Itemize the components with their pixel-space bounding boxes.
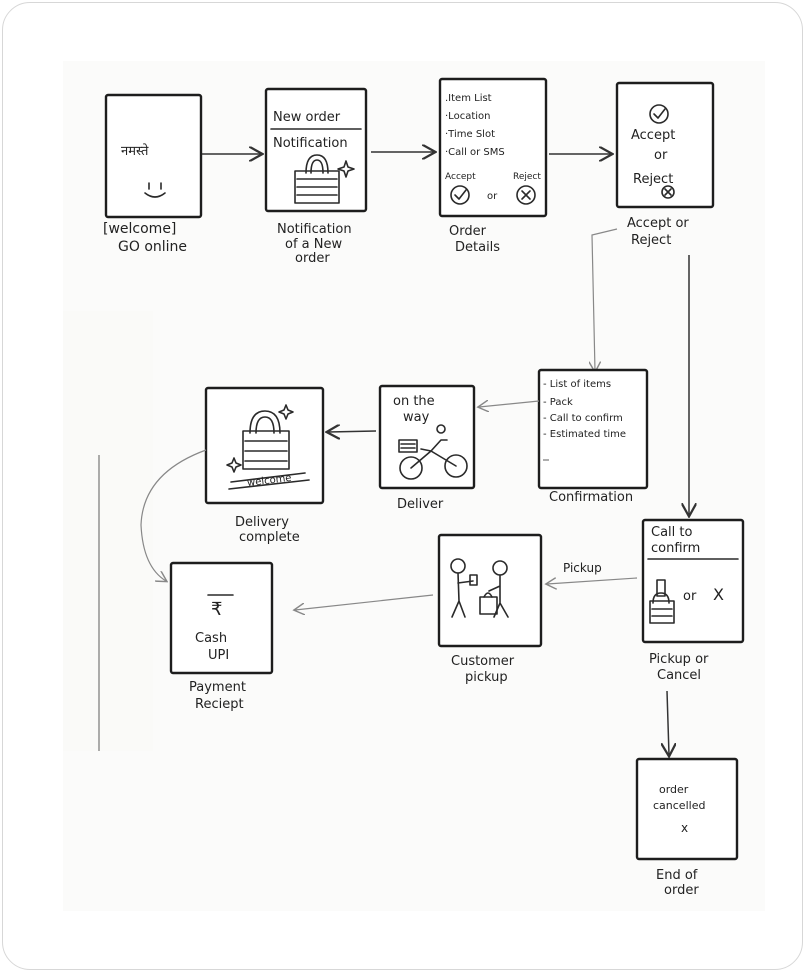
sparkle-icon — [226, 404, 294, 473]
confirmation-item: - Estimated time — [543, 429, 626, 440]
people-icon — [450, 558, 509, 618]
delivery-caption-line1: Delivery — [235, 515, 289, 530]
accept-text: Accept — [631, 128, 675, 143]
sketch-paper-shadow — [63, 311, 153, 751]
flow-arrow — [328, 431, 377, 432]
accept-label: Accept — [445, 172, 476, 182]
confirmation-caption: Confirmation — [549, 490, 633, 505]
reject-text: Reject — [633, 172, 673, 187]
accept-check-icon[interactable] — [450, 185, 470, 205]
order-text: order — [659, 783, 689, 796]
or-text: or — [487, 191, 498, 202]
greeting-text: नमस्ते — [121, 143, 149, 159]
cash-label[interactable]: Cash — [195, 631, 227, 646]
order-cancelled-screen: order cancelled x End of order — [635, 757, 739, 898]
close-x-icon: x — [681, 821, 688, 835]
deliver-caption: Deliver — [397, 497, 444, 512]
welcome-screen: नमस्ते [welcome] GO online — [103, 93, 203, 255]
confirmation-item: - List of items — [543, 379, 611, 390]
cancelled-text: cancelled — [653, 799, 705, 812]
flow-arrow-pickup — [547, 578, 638, 584]
customer-caption-line2: pickup — [465, 670, 508, 685]
shopping-bag-icon — [242, 410, 290, 470]
flow-arrow — [295, 594, 434, 610]
or-text: or — [654, 148, 668, 163]
order-details-screen: .Item List ·Location ·Time Slot ·Call or… — [438, 77, 548, 255]
phone-bag-icon[interactable] — [649, 579, 675, 624]
notification-caption-line3: order — [295, 251, 330, 266]
notification-screen: New order Notification Notification of a… — [264, 87, 368, 266]
welcome-caption: [welcome] — [103, 221, 176, 237]
bicycle-icon — [398, 424, 468, 480]
user-flow-diagram: नमस्ते [welcome] GO online New order Not… — [98, 77, 745, 898]
confirmation-item: - Call to confirm — [543, 413, 623, 424]
accept-reject-caption-line2: Reject — [631, 233, 671, 248]
notification-caption-line2: of a New — [285, 237, 342, 252]
accept-reject-caption-line1: Accept or — [627, 216, 689, 231]
confirmation-screen: - List of items - Pack - Call to confirm… — [537, 368, 649, 505]
detail-item: ·Time Slot — [445, 129, 495, 140]
call-to-header: Call to — [651, 525, 692, 540]
flow-arrow-accept — [592, 228, 618, 371]
end-caption-line2: order — [664, 883, 699, 898]
customer-pickup-screen: Customer pickup — [437, 533, 543, 685]
details-caption-line1: Order — [449, 224, 487, 239]
confirmation-item: - Pack — [543, 397, 573, 408]
payment-caption-line2: Reciept — [195, 697, 244, 712]
reject-x-icon[interactable] — [661, 185, 675, 199]
pickup-cancel-caption-line2: Cancel — [657, 668, 701, 683]
new-order-header: New order — [273, 110, 341, 125]
or-text: or — [683, 589, 697, 604]
on-the-header: on the — [393, 394, 435, 409]
confirm-header: confirm — [651, 541, 700, 556]
delivery-caption-line2: complete — [239, 530, 300, 545]
flow-arrow — [479, 401, 540, 407]
notification-header: Notification — [273, 136, 348, 151]
payment-receipt-screen: ₹ Cash UPI Payment Reciept — [169, 561, 274, 712]
customer-caption-line1: Customer — [451, 654, 515, 669]
way-header: way — [403, 410, 430, 425]
pickup-arrow-label: Pickup — [563, 561, 602, 575]
sparkle-icon — [337, 160, 355, 178]
notification-caption-line1: Notification — [277, 222, 352, 237]
accept-check-icon[interactable] — [649, 104, 669, 124]
shopping-bag-icon — [294, 154, 340, 204]
rupee-icon: ₹ — [211, 599, 222, 620]
detail-item: ·Call or SMS — [445, 147, 505, 158]
welcome-mat-label: welcome — [247, 473, 293, 489]
accept-reject-screen: Accept or Reject Accept or Reject — [615, 81, 715, 248]
detail-item: ·Location — [445, 111, 490, 122]
go-online-caption: GO online — [118, 239, 187, 255]
end-caption-line1: End of — [656, 868, 698, 883]
flow-arrow-cancel — [667, 690, 669, 755]
detail-item: .Item List — [445, 93, 492, 104]
payment-caption-line1: Payment — [189, 680, 246, 695]
pickup-cancel-caption-line1: Pickup or — [649, 652, 709, 667]
deliver-screen: on the way Deliver — [378, 384, 476, 512]
cancel-x-icon[interactable]: X — [713, 585, 724, 604]
reject-x-icon[interactable] — [516, 185, 536, 205]
flow-arrow-to-payment — [140, 449, 207, 581]
call-confirm-screen: Call to confirm or X Pickup or Cancel — [641, 518, 745, 683]
reject-label: Reject — [513, 172, 541, 182]
delivery-complete-screen: welcome Delivery complete — [204, 386, 325, 545]
upi-label[interactable]: UPI — [208, 648, 229, 663]
details-caption-line2: Details — [455, 240, 500, 255]
smiley-icon — [144, 182, 166, 198]
